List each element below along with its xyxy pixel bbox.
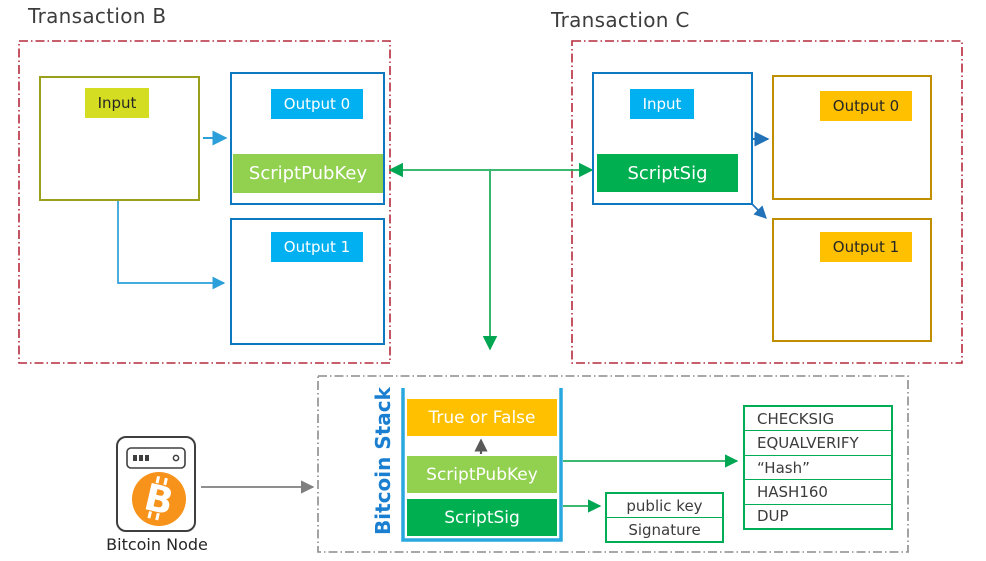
tx-c-output0-box bbox=[772, 75, 932, 200]
stack-item-true-or-false: True or False bbox=[407, 399, 557, 436]
arrow-c-input-to-output1 bbox=[750, 202, 767, 219]
transaction-c-container bbox=[571, 40, 963, 364]
arrow-b-input-to-output1 bbox=[117, 201, 226, 290]
tx-b-input-chip: Input bbox=[85, 88, 149, 118]
opcode-row-dup: DUP bbox=[745, 503, 891, 528]
transaction-b-container bbox=[18, 40, 391, 364]
tx-c-input-chip: Input bbox=[630, 89, 694, 119]
tx-c-scriptsig-chip: ScriptSig bbox=[597, 154, 738, 192]
bitcoin-node-label: Bitcoin Node bbox=[106, 535, 208, 554]
tx-b-scriptpubkey-chip: ScriptPubKey bbox=[233, 154, 383, 193]
tx-b-output0-box bbox=[230, 72, 385, 205]
transaction-c-title: Transaction C bbox=[551, 8, 690, 32]
transaction-b-title: Transaction B bbox=[28, 4, 167, 28]
tx-b-input-box bbox=[39, 76, 200, 201]
stack-item-scriptsig: ScriptSig bbox=[407, 499, 557, 536]
opcode-row-hash160: HASH160 bbox=[745, 479, 891, 503]
sig-row-signature: Signature bbox=[607, 517, 722, 541]
sig-row-public-key: public key bbox=[626, 496, 703, 515]
bitcoin-stack-title: Bitcoin Stack bbox=[371, 387, 395, 535]
tx-c-input-box bbox=[592, 72, 753, 205]
opcode-row-checksig: CHECKSIG bbox=[757, 409, 835, 428]
stack-bracket bbox=[401, 388, 563, 542]
tx-c-output1-box bbox=[772, 218, 932, 342]
signature-data-table: public key Signature bbox=[605, 492, 724, 543]
bitcoin-node-icon: B bbox=[116, 436, 196, 532]
opcode-row-hash: “Hash” bbox=[745, 454, 891, 479]
stack-item-scriptpubkey: ScriptPubKey bbox=[407, 456, 557, 493]
opcode-table: CHECKSIG EQUALVERIFY “Hash” HASH160 DUP bbox=[743, 405, 893, 530]
opcode-row-equalverify: EQUALVERIFY bbox=[745, 430, 891, 454]
stack-section-container bbox=[317, 375, 909, 553]
tx-b-output1-box bbox=[230, 218, 385, 345]
tx-c-output0-chip: Output 0 bbox=[820, 91, 912, 121]
tx-b-output0-chip: Output 0 bbox=[271, 89, 363, 119]
tx-b-output1-chip: Output 1 bbox=[271, 232, 363, 262]
bitcoin-coin-icon bbox=[132, 472, 186, 526]
tx-c-output1-chip: Output 1 bbox=[820, 232, 912, 262]
